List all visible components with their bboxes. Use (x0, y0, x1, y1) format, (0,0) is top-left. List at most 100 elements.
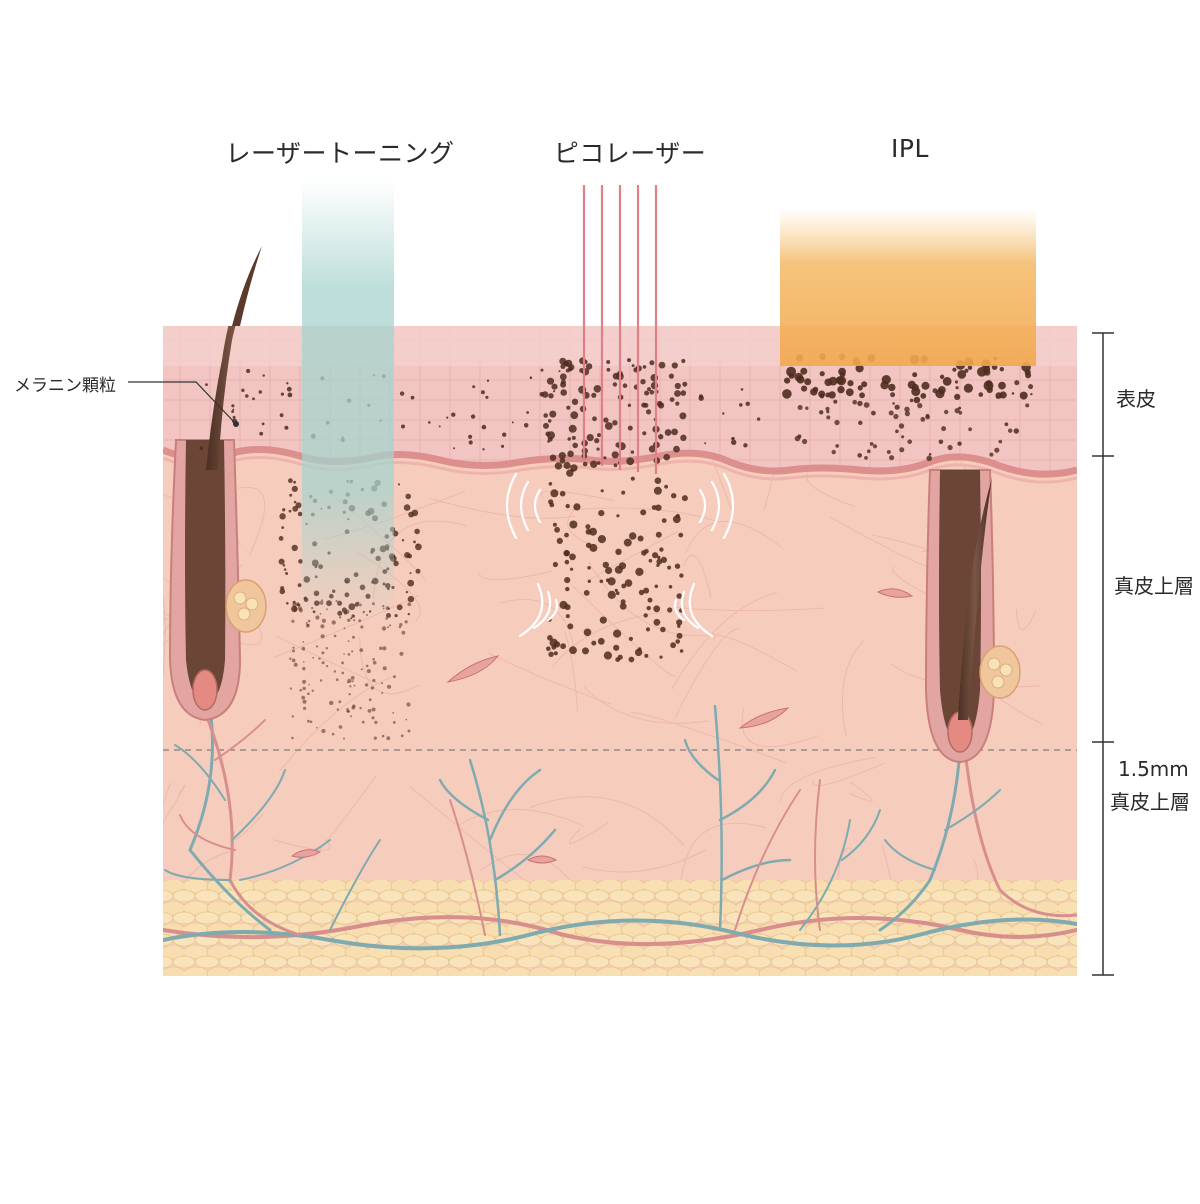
melanin-dot (656, 558, 663, 565)
melanin-dot (607, 577, 616, 586)
melanin-dot (819, 371, 825, 377)
melanin-dot (205, 383, 208, 386)
melanin-dot (547, 419, 552, 423)
melanin-dot (1025, 403, 1030, 408)
melanin-dot (802, 438, 808, 445)
collagen-fiber (487, 652, 612, 705)
collagen-fiber (671, 591, 778, 690)
melanin-dot (676, 632, 683, 639)
melanin-dot (591, 640, 597, 646)
melanin-dot (343, 653, 345, 655)
melanin-dot (800, 367, 808, 375)
label-depth-layer: 真皮上層 (1110, 790, 1190, 814)
melanin-dot (282, 508, 286, 512)
melanin-dot (671, 428, 678, 436)
melanin-dot (245, 394, 249, 398)
melanin-dot (291, 485, 298, 492)
melanin-dot (348, 693, 351, 696)
melanin-dot (472, 385, 476, 389)
melanin-dot (838, 367, 846, 376)
melanin-dot (607, 590, 616, 600)
melanin-dot (564, 559, 570, 565)
sebaceous-gland-right (979, 645, 1021, 699)
melanin-dot (326, 665, 329, 668)
melanin-dot (305, 623, 310, 628)
melanin-dot (1011, 392, 1015, 395)
melanin-dot (651, 505, 657, 510)
melanin-dot (628, 656, 635, 663)
melanin-dot (925, 414, 930, 420)
melanin-dot (569, 553, 576, 561)
melanin-dot (899, 447, 905, 453)
melanin-dot (571, 435, 576, 440)
melanin-dot (812, 386, 819, 393)
melanin-dot (279, 413, 284, 418)
melanin-dot (858, 420, 863, 425)
melanin-dot (548, 482, 553, 486)
melanin-dot (594, 438, 600, 444)
sebaceous-gland-left (225, 579, 267, 633)
melanin-dot (548, 393, 554, 399)
collagen-fiber (163, 785, 186, 824)
melanin-dot (302, 686, 306, 691)
melanin-dot (756, 417, 761, 421)
melanin-leader-line (128, 381, 237, 425)
melanin-dot (886, 450, 891, 454)
melanin-dot (668, 373, 675, 379)
melanin-dot (643, 613, 648, 618)
melanin-dot (825, 406, 830, 411)
melanin-dot (630, 450, 635, 454)
melanin-dot (373, 736, 377, 740)
melanin-dot (615, 548, 622, 555)
melanin-dot (283, 568, 287, 571)
melanin-dot (560, 389, 567, 396)
melanin-dot (405, 590, 409, 594)
melanin-dot (669, 397, 675, 402)
melanin-dot (407, 595, 415, 603)
melanin-dot (722, 412, 725, 415)
melanin-dot (671, 362, 678, 369)
melanin-dot (978, 392, 984, 397)
melanin-dot (819, 393, 825, 399)
melanin-dot (335, 678, 339, 681)
melanin-dot (291, 544, 298, 552)
melanin-dot (654, 477, 662, 485)
melanin-dot (674, 390, 681, 397)
melanin-dot (801, 385, 808, 392)
melanin-dot (289, 657, 292, 660)
melanin-dot (568, 364, 575, 371)
melanin-dot (331, 732, 335, 736)
melanin-dot (585, 542, 592, 549)
melanin-dot (554, 526, 560, 533)
melanin-dot (598, 509, 605, 517)
melanin-dot (911, 387, 921, 397)
melanin-dot (917, 403, 923, 409)
melanin-dot (784, 377, 791, 384)
melanin-dot (869, 442, 874, 446)
melanin-dot (480, 390, 485, 395)
melanin-dot (999, 391, 1007, 399)
melanin-dot (587, 566, 591, 570)
collagen-fiber (272, 839, 331, 851)
melanin-dot (680, 434, 687, 441)
melanin-dot (407, 729, 411, 733)
melanin-pointer-dot (233, 421, 239, 427)
melanin-dot (597, 637, 605, 645)
melanin-dot (613, 463, 618, 468)
melanin-dot (955, 386, 959, 390)
melanin-dot (302, 641, 305, 643)
melanin-dot (629, 532, 637, 540)
melanin-dot (553, 651, 558, 656)
melanin-dot (603, 456, 607, 460)
melanin-dot (279, 588, 286, 595)
melanin-dot (892, 402, 895, 405)
melanin-dot (293, 500, 297, 504)
melanin-dot (682, 381, 688, 387)
melanin-dot (338, 725, 343, 729)
melanin-dot (617, 654, 623, 660)
melanin-dot (404, 620, 408, 624)
melanin-dot (547, 436, 553, 442)
melanin-dot (292, 602, 297, 608)
melanin-dot (360, 625, 364, 629)
collagen-fiber (499, 599, 576, 656)
